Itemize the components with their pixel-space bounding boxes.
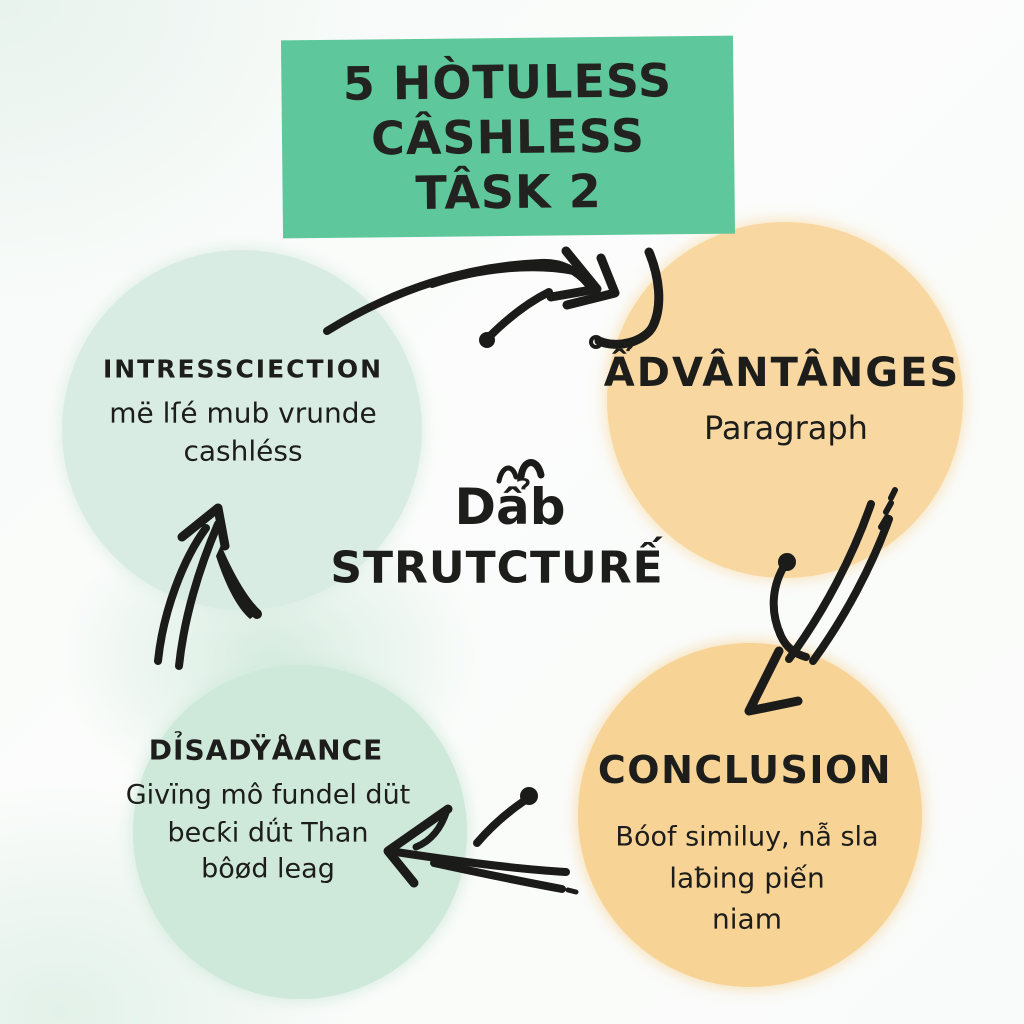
advantages-text-line: Paragraph <box>704 409 868 447</box>
disadvantages-text-line: bôød leag <box>201 853 335 885</box>
introduction-heading: INTRESSCIECTION <box>102 354 384 384</box>
conclusion-text-line: Bóof similuy, nẫ sla <box>615 821 879 853</box>
center-title: Dẩb <box>454 478 566 536</box>
disadvantages-text-line: Givïng mô fundel düt <box>125 779 411 811</box>
disadvantages-heading: DỈSADŸÅANCE <box>148 733 384 767</box>
title-line-3: TÂSK 2 <box>415 163 602 220</box>
title-banner: 5 HÒTULESS CÂSHLESS TÂSK 2 <box>280 35 736 239</box>
center-subtitle: STRUTCTURẾ <box>330 542 664 594</box>
title-line-1: 5 HÒTULESS <box>342 52 673 111</box>
title-line-2: CÂSHLESS <box>370 108 646 165</box>
disadvantages-text-line: becƙi dǘt Than <box>167 817 369 849</box>
conclusion-text-line: niam <box>712 902 782 936</box>
advantages-circle <box>607 222 963 578</box>
introduction-text-line: cashléss <box>183 434 303 468</box>
advantages-heading: ẨDVÂNTÂNGES <box>603 350 961 396</box>
introduction-text-line: më lſé mub vrunde <box>109 396 377 430</box>
conclusion-text-line: laƀing piến <box>669 861 825 895</box>
conclusion-heading: CONCLUSION <box>597 748 893 792</box>
